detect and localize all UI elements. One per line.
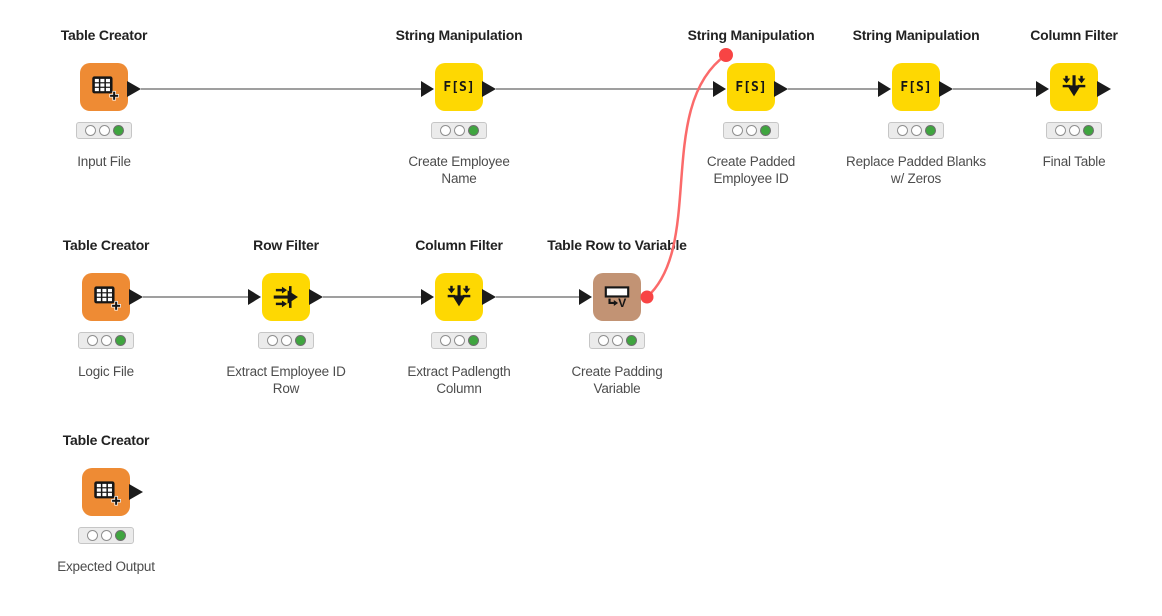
status-yellow-lamp bbox=[98, 125, 110, 136]
status-red-lamp bbox=[86, 335, 98, 346]
node-string-manipulation-create-padded-id[interactable]: String Manipulation F[S] Create Padded E… bbox=[661, 27, 841, 207]
status-green-lamp bbox=[114, 530, 126, 541]
status-red-lamp bbox=[84, 125, 96, 136]
status-green-lamp bbox=[467, 335, 479, 346]
node-label: Expected Output bbox=[57, 559, 155, 574]
node-body[interactable] bbox=[1050, 63, 1098, 111]
node-status-traffic-light bbox=[258, 332, 314, 349]
node-title: Table Creator bbox=[62, 432, 150, 448]
node-status-traffic-light bbox=[431, 332, 487, 349]
status-red-lamp bbox=[86, 530, 98, 541]
status-red-lamp bbox=[1054, 125, 1066, 136]
string-manipulation-icon: F[S] bbox=[900, 79, 932, 95]
status-yellow-lamp bbox=[453, 335, 465, 346]
status-yellow-lamp bbox=[1068, 125, 1080, 136]
status-green-lamp bbox=[114, 335, 126, 346]
node-label: Replace Padded Blanks w/ Zeros bbox=[846, 154, 986, 186]
node-table-creator-logic-file[interactable]: Table Creator Logic File bbox=[16, 237, 196, 417]
table-creator-icon bbox=[90, 476, 122, 508]
node-status-traffic-light bbox=[1046, 122, 1102, 139]
status-yellow-lamp bbox=[910, 125, 922, 136]
node-label: Extract Padlength Column bbox=[407, 364, 511, 396]
node-title: Column Filter bbox=[415, 237, 503, 253]
node-status-traffic-light bbox=[888, 122, 944, 139]
status-green-lamp bbox=[1082, 125, 1094, 136]
node-table-creator-expected-output[interactable]: Table Creator Expected Output bbox=[16, 432, 196, 612]
status-yellow-lamp bbox=[745, 125, 757, 136]
node-title: Table Creator bbox=[62, 237, 150, 253]
column-filter-icon bbox=[1058, 71, 1090, 103]
node-table-creator-input-file[interactable]: Table Creator Input File bbox=[14, 27, 194, 207]
node-label: Extract Employee ID Row bbox=[226, 364, 346, 396]
status-yellow-lamp bbox=[100, 335, 112, 346]
status-red-lamp bbox=[896, 125, 908, 136]
node-title: Column Filter bbox=[1030, 27, 1118, 43]
node-title: Table Creator bbox=[60, 27, 148, 43]
node-column-filter-final-table[interactable]: Column Filter Final Table bbox=[984, 27, 1162, 207]
node-label: Final Table bbox=[1042, 154, 1106, 169]
node-body[interactable] bbox=[82, 468, 130, 516]
status-yellow-lamp bbox=[280, 335, 292, 346]
status-red-lamp bbox=[439, 125, 451, 136]
status-green-lamp bbox=[467, 125, 479, 136]
node-title: Table Row to Variable bbox=[547, 237, 687, 253]
node-label: Create Padded Employee ID bbox=[706, 154, 796, 186]
node-table-row-to-variable[interactable]: Table Row to Variable Create Padding Var… bbox=[527, 237, 707, 417]
node-body[interactable]: F[S] bbox=[435, 63, 483, 111]
table-creator-icon bbox=[90, 281, 122, 313]
node-body[interactable] bbox=[435, 273, 483, 321]
node-label: Input File bbox=[77, 154, 131, 169]
node-status-traffic-light bbox=[431, 122, 487, 139]
string-manipulation-icon: F[S] bbox=[443, 79, 475, 95]
node-string-manipulation-create-employee-name[interactable]: String Manipulation F[S] Create Employee… bbox=[369, 27, 549, 207]
status-yellow-lamp bbox=[611, 335, 623, 346]
node-status-traffic-light bbox=[76, 122, 132, 139]
node-column-filter-extract-padlength[interactable]: Column Filter Extract Padlength Column bbox=[369, 237, 549, 417]
node-title: String Manipulation bbox=[852, 27, 980, 43]
status-red-lamp bbox=[439, 335, 451, 346]
column-filter-icon bbox=[443, 281, 475, 313]
status-yellow-lamp bbox=[453, 125, 465, 136]
status-green-lamp bbox=[112, 125, 124, 136]
status-green-lamp bbox=[759, 125, 771, 136]
node-label: Logic File bbox=[78, 364, 134, 379]
status-red-lamp bbox=[597, 335, 609, 346]
status-green-lamp bbox=[924, 125, 936, 136]
status-red-lamp bbox=[731, 125, 743, 136]
node-title: String Manipulation bbox=[395, 27, 523, 43]
row-filter-icon bbox=[270, 281, 302, 313]
node-status-traffic-light bbox=[78, 332, 134, 349]
status-yellow-lamp bbox=[100, 530, 112, 541]
status-green-lamp bbox=[294, 335, 306, 346]
node-label: Create Padding Variable bbox=[571, 364, 663, 396]
status-green-lamp bbox=[625, 335, 637, 346]
node-status-traffic-light bbox=[589, 332, 645, 349]
node-body[interactable]: F[S] bbox=[727, 63, 775, 111]
node-body[interactable] bbox=[80, 63, 128, 111]
node-status-traffic-light bbox=[78, 527, 134, 544]
node-status-traffic-light bbox=[723, 122, 779, 139]
node-row-filter-extract-employee-id[interactable]: Row Filter Extract Employee ID Row bbox=[196, 237, 376, 417]
status-red-lamp bbox=[266, 335, 278, 346]
node-label: Create Employee Name bbox=[408, 154, 510, 186]
node-title: String Manipulation bbox=[687, 27, 815, 43]
node-body[interactable] bbox=[593, 273, 641, 321]
node-body[interactable] bbox=[262, 273, 310, 321]
node-title: Row Filter bbox=[253, 237, 319, 253]
table-row-to-variable-icon bbox=[601, 281, 633, 313]
node-body[interactable]: F[S] bbox=[892, 63, 940, 111]
table-creator-icon bbox=[88, 71, 120, 103]
node-string-manipulation-replace-blanks[interactable]: String Manipulation F[S] Replace Padded … bbox=[826, 27, 1006, 207]
node-body[interactable] bbox=[82, 273, 130, 321]
string-manipulation-icon: F[S] bbox=[735, 79, 767, 95]
